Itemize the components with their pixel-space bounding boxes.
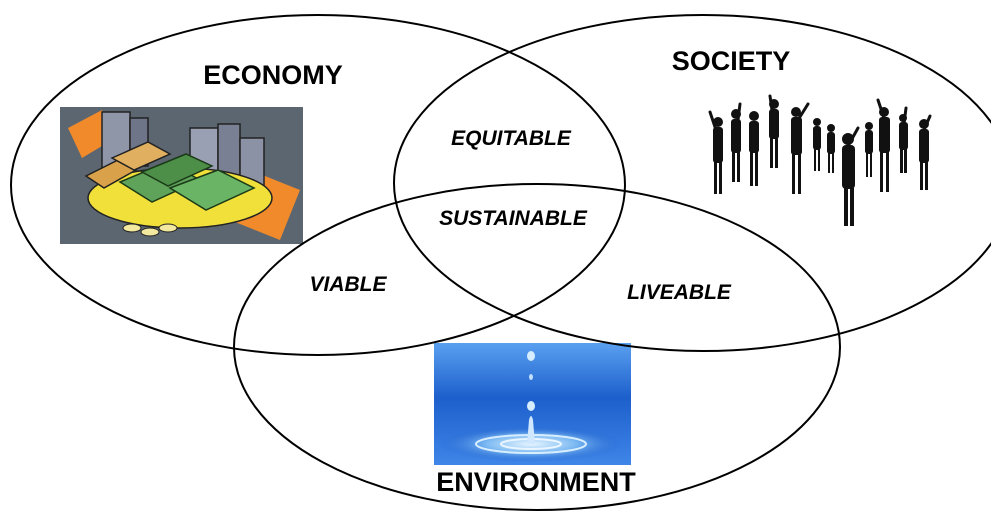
viable-label: VIABLE <box>309 273 387 296</box>
economy-circle <box>10 14 626 356</box>
environment-image <box>434 343 631 465</box>
economy-label: ECONOMY <box>203 60 343 90</box>
liveable-label: LIVEABLE <box>627 281 732 304</box>
society-label: SOCIETY <box>672 46 791 76</box>
sustainable-label: SUSTAINABLE <box>439 207 588 230</box>
equitable-label: EQUITABLE <box>451 127 572 150</box>
economy-image <box>60 107 303 244</box>
society-circle <box>393 14 991 352</box>
environment-circle <box>233 183 841 511</box>
environment-label: ENVIRONMENT <box>436 467 636 497</box>
society-image <box>708 94 932 226</box>
